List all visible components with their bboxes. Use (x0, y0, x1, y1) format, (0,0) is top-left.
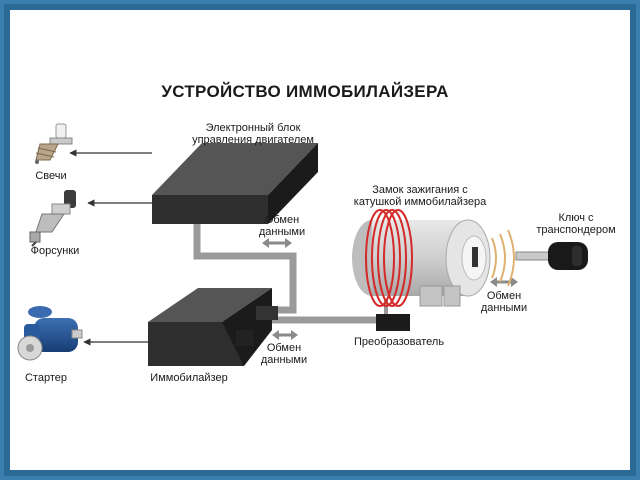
converter-label: Преобразователь (353, 336, 445, 348)
exchange-label-top-line-2: данными (258, 226, 306, 238)
starter-icon (17, 306, 83, 361)
exchange-arrows (262, 238, 518, 340)
key-label-line-2: транспондером (536, 224, 616, 236)
injectors-label: Форсунки (30, 245, 80, 257)
immobilizer-box (148, 288, 278, 366)
diagram-title: УСТРОЙСТВО ИММОБИЛАЙЗЕРА (161, 82, 449, 101)
starter-label: Стартер (24, 372, 67, 384)
converter-block (376, 314, 410, 331)
wire-ecu-immobilizer (193, 220, 297, 314)
spark-plug-icon (35, 123, 73, 164)
ignition-lock-icon (352, 209, 491, 307)
exchange-label-top-line-1: Обмен (264, 214, 300, 226)
ecu-label-line-1: Электронный блок (205, 122, 301, 134)
exchange-label-bottom: Обмен данными (254, 342, 314, 366)
transponder-waves (491, 229, 515, 287)
injector-icon (29, 190, 76, 247)
exchange-label-bottom-line-2: данными (260, 354, 308, 366)
exchange-arrow-top (262, 238, 292, 248)
key-label-line-1: Ключ с (558, 212, 594, 224)
key-icon (515, 242, 588, 270)
ecu-label-line-2: управления двигателем (192, 134, 314, 146)
ignition-lock-label: Замок зажигания с катушкой иммобилайзера (340, 184, 500, 208)
ignition-lock-label-line-2: катушкой иммобилайзера (353, 196, 487, 208)
ecu-label: Электронный блок управления двигателем (168, 122, 338, 146)
spark-plugs-label: Свечи (35, 170, 67, 182)
ignition-lock-label-line-1: Замок зажигания с (372, 184, 468, 196)
exchange-label-right-line-1: Обмен (486, 290, 522, 302)
output-arrows (69, 149, 152, 346)
exchange-arrow-bottom (272, 330, 298, 340)
immobilizer-label: Иммобилайзер (150, 372, 228, 384)
exchange-label-bottom-line-1: Обмен (266, 342, 302, 354)
exchange-label-right: Обмен данными (474, 290, 534, 314)
diagram-canvas (10, 10, 630, 470)
key-label: Ключ с транспондером (526, 212, 626, 236)
exchange-arrow-right (490, 277, 518, 287)
exchange-label-top: Обмен данными (252, 214, 312, 238)
ecu-box (152, 143, 318, 224)
exchange-label-right-line-2: данными (480, 302, 528, 314)
